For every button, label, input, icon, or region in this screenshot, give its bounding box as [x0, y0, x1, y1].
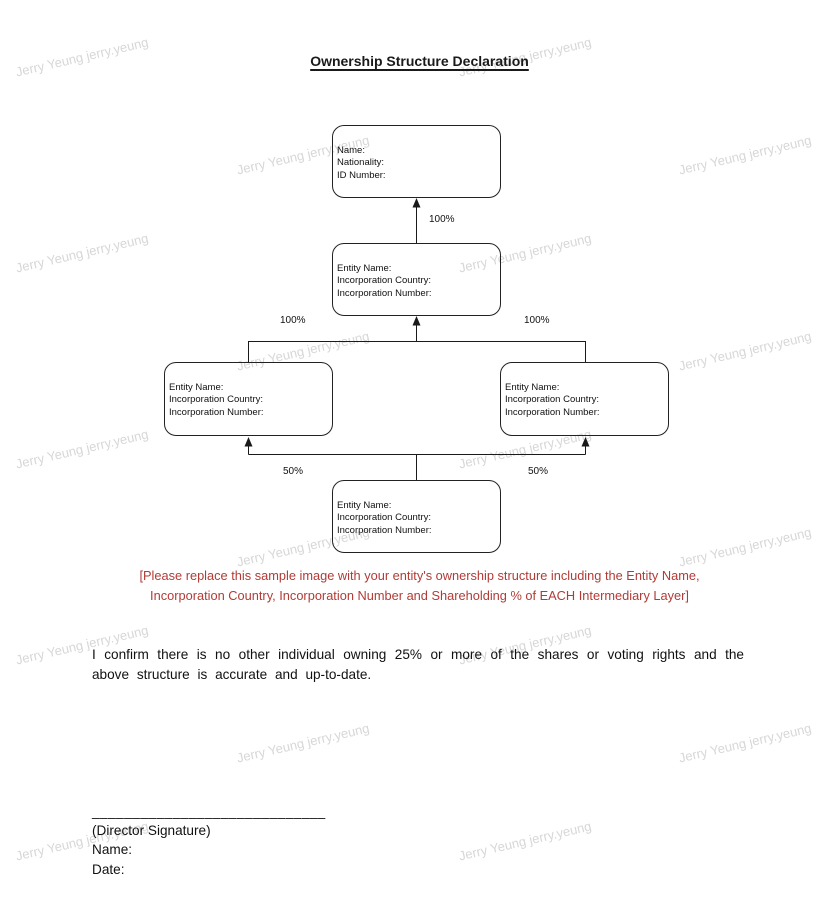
node-field-label: Incorporation Number:: [505, 406, 600, 418]
page-title: Ownership Structure Declaration: [310, 53, 529, 69]
notice-line: [Please replace this sample image with y…: [139, 568, 700, 583]
node-field-label: Incorporation Number:: [337, 524, 432, 536]
node-intermediate-left: Entity Name: Incorporation Country: Inco…: [164, 362, 333, 436]
node-field-label: Name:: [337, 145, 365, 156]
shareholding-label-mid-left: 100%: [280, 315, 306, 326]
arrowhead-bottom-left: [244, 437, 253, 447]
node-field-label: Incorporation Country:: [337, 275, 431, 287]
node-field-label: Incorporation Number:: [169, 406, 264, 418]
shareholding-label-low-left: 50%: [283, 466, 304, 477]
signature-block: _____________________________ (Director …: [92, 802, 326, 879]
shareholding-label-top: 100%: [429, 214, 455, 225]
node-field-label: Entity Name:: [169, 382, 224, 393]
notice-line: Incorporation Country, Incorporation Num…: [150, 588, 689, 603]
node-field-label: Incorporation Country:: [505, 394, 599, 406]
node-field-label: Incorporation Country:: [337, 512, 431, 524]
node-field-label: Entity Name:: [505, 382, 560, 393]
node-intermediate-right: Entity Name: Incorporation Country: Inco…: [500, 362, 669, 436]
node-holding-entity: Entity Name: Incorporation Country: Inco…: [332, 243, 501, 316]
node-field-label: Entity Name:: [337, 263, 392, 274]
shareholding-label-mid-right: 100%: [524, 315, 550, 326]
shareholding-label-low-right: 50%: [528, 466, 549, 477]
arrowhead-bottom-right: [581, 437, 590, 447]
signature-date-label: Date:: [92, 861, 125, 877]
node-field-label: Entity Name:: [337, 500, 392, 511]
signature-caption: (Director Signature): [92, 823, 211, 839]
replace-sample-notice: [Please replace this sample image with y…: [0, 566, 820, 606]
node-field-label: Nationality:: [337, 157, 384, 169]
signature-name-label: Name:: [92, 842, 133, 858]
signature-line: _____________________________: [92, 804, 326, 819]
confirmation-paragraph: I confirm there is no other individual o…: [92, 647, 744, 682]
node-declaring-entity: Entity Name: Incorporation Country: Inco…: [332, 480, 501, 553]
node-field-label: Incorporation Country:: [169, 394, 263, 406]
node-field-label: Incorporation Number:: [337, 287, 432, 299]
arrowhead-middle: [412, 316, 421, 326]
connector-middle: [248, 324, 586, 362]
node-field-label: ID Number:: [337, 169, 386, 181]
node-ultimate-owner: Name: Nationality: ID Number:: [332, 125, 501, 198]
arrowhead-top: [412, 198, 421, 208]
connector-bottom: [248, 445, 586, 480]
